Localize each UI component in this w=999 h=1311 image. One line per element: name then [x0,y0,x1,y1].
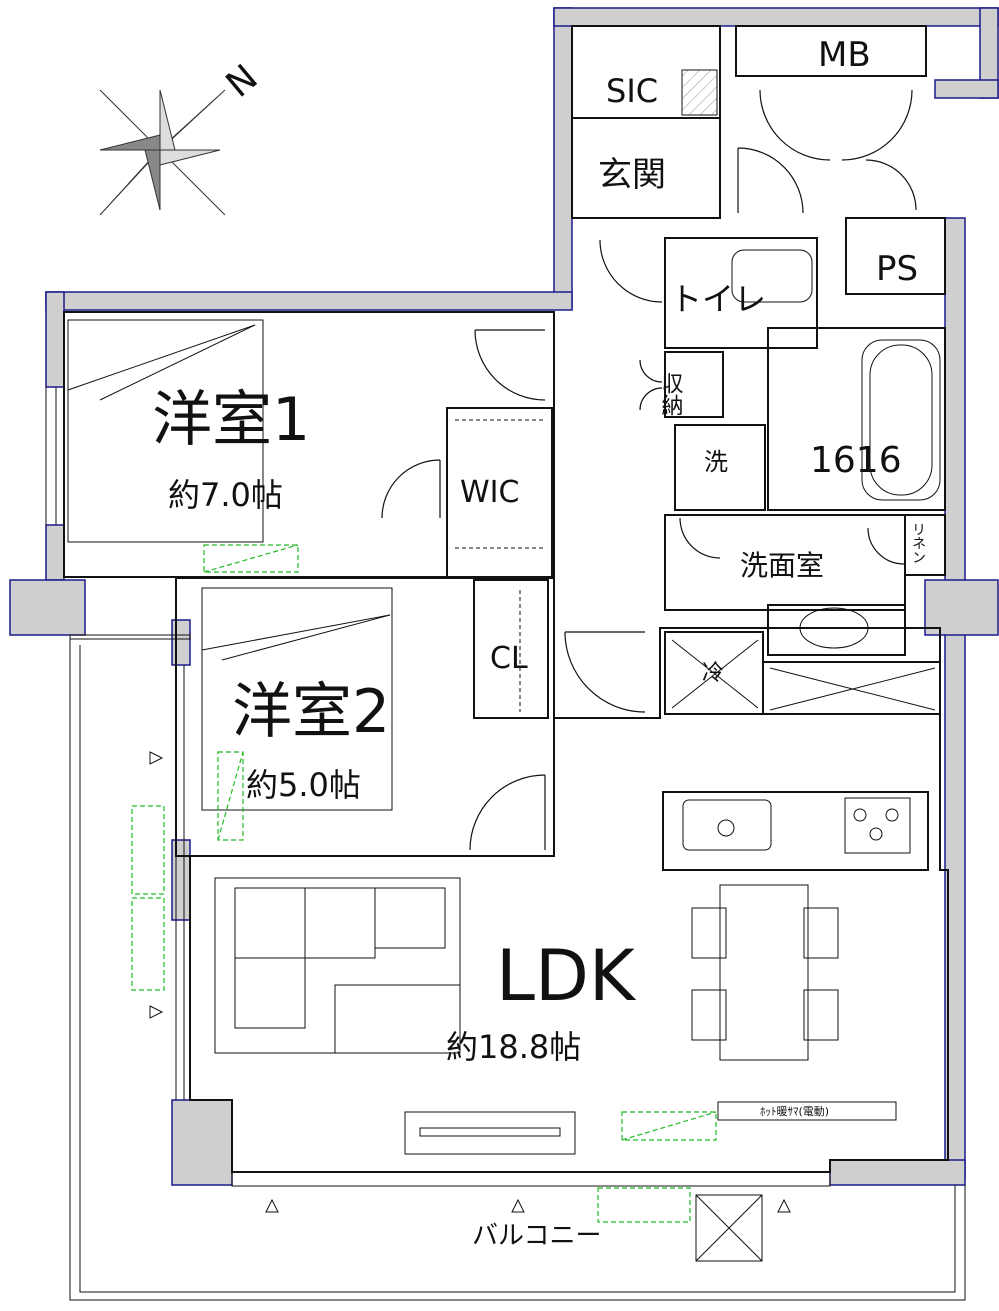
hot-water-heating-box [717,1101,897,1121]
bathroom-size-label: 1616 [810,440,902,481]
hot-water-heating-label: ﾎｯﾄ暖ｻﾏ(電動) [760,1104,829,1118]
linen-label: リネン [910,522,926,564]
balcony-area [45,387,966,1301]
compass-north-label: N [219,57,266,106]
western-room-2-name: 洋室2 [232,677,390,747]
interior-walls [63,25,949,1173]
storage-label: 収納 [658,372,684,416]
toilet-label: トイレ [670,280,766,318]
walk-in-closet-label: WIC [460,475,519,510]
western-room-1-name: 洋室1 [152,385,310,455]
washroom-label: 洗面室 [740,549,824,582]
washer-label: 洗 [704,448,728,476]
entrance-label: 玄関 [598,155,666,195]
western-room-1-area: 約7.0帖 [168,476,283,514]
exterior-walls [9,7,999,1186]
meter-box-label: MB [818,35,871,75]
ldk-area: 約18.8帖 [446,1028,581,1066]
doors [381,89,917,851]
western-room-2-area: 約5.0帖 [246,766,361,804]
fridge-label: 冷 [702,661,724,686]
ldk-name: LDK [496,935,637,1017]
green-fixtures [131,544,717,1223]
shoe-closet-label: SIC [606,72,658,110]
pipe-space-label: PS [876,249,918,289]
furniture [67,69,941,1155]
compass-icon: N [99,57,266,216]
closet-label: CL [490,641,528,676]
balcony-label: バルコニー [472,1221,601,1251]
